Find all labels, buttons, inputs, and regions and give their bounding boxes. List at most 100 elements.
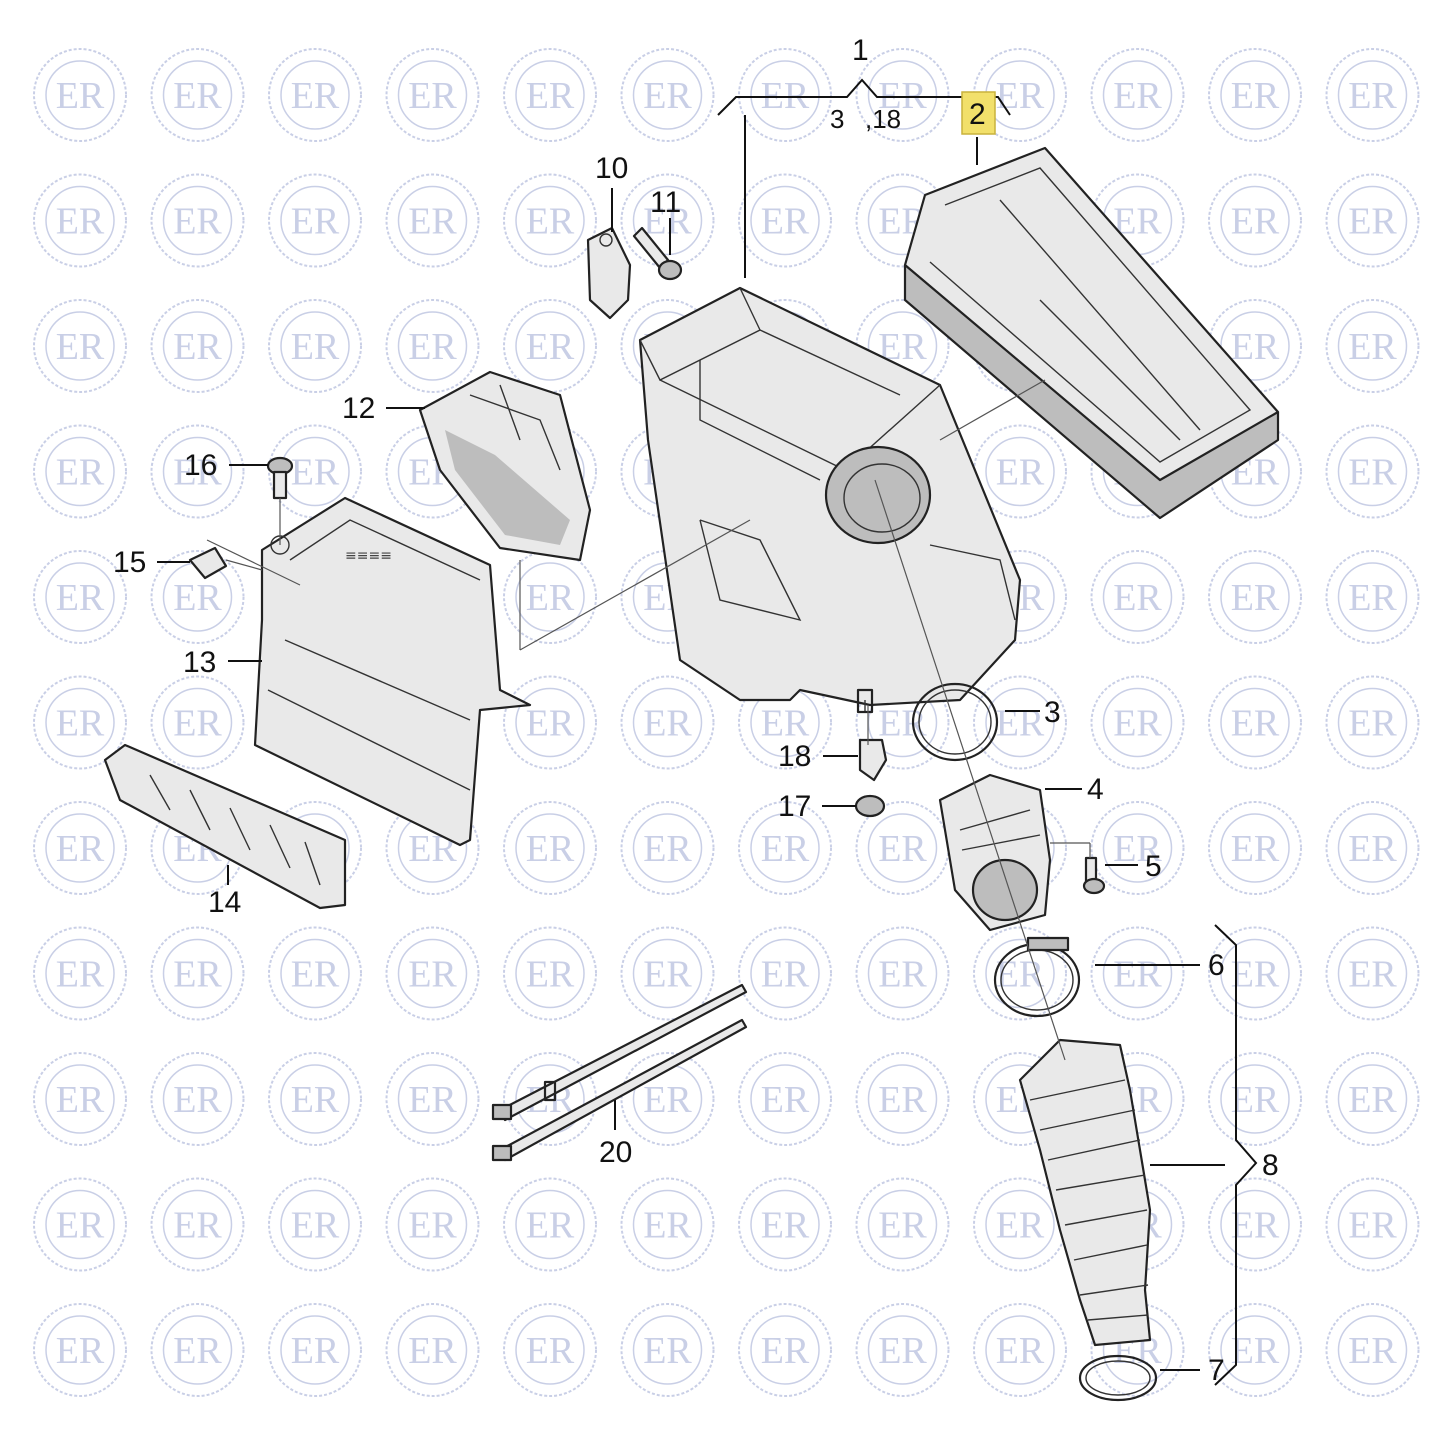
callout-11: 11 <box>650 186 681 219</box>
callouts: 1 2 3 ,18 10 11 12 16 15 13 14 3 4 5 6 8… <box>113 34 1279 1387</box>
watermark-stamp: ER <box>738 1177 832 1272</box>
callout-3: 3 <box>1044 696 1061 729</box>
watermark-text: ER <box>526 828 575 870</box>
watermark-text: ER <box>291 201 340 243</box>
watermark-text: ER <box>408 954 457 996</box>
callout-20: 20 <box>599 1136 632 1169</box>
watermark-stamp: ER <box>1325 801 1420 895</box>
watermark-stamp: ER <box>738 1052 832 1146</box>
watermark-stamp: ER <box>855 1177 950 1272</box>
hose-clamp-6 <box>993 936 1081 1018</box>
watermark-text: ER <box>408 1330 457 1372</box>
watermark-text: ER <box>173 452 222 494</box>
watermark-stamp: ER <box>973 48 1067 142</box>
watermark-stamp: ER <box>385 926 480 1021</box>
watermark-text: ER <box>408 326 457 368</box>
callout-13: 13 <box>183 646 216 679</box>
watermark-stamp: ER <box>973 1177 1067 1272</box>
watermark-text: ER <box>56 577 105 619</box>
watermark-stamp: ER <box>150 299 245 393</box>
watermark-stamp: ER <box>150 173 245 268</box>
watermark-text: ER <box>1231 1079 1280 1121</box>
watermark-text: ER <box>761 828 810 870</box>
watermark-text: ER <box>526 75 575 117</box>
watermark-text: ER <box>878 954 927 996</box>
watermark-text: ER <box>878 1205 927 1247</box>
watermark-stamp: ER <box>33 801 127 895</box>
watermark-stamp: ER <box>738 801 832 895</box>
watermark-stamp: ER <box>33 675 127 770</box>
watermark-text: ER <box>1231 326 1280 368</box>
watermark-stamp: ER <box>33 48 127 142</box>
watermark-stamp: ER <box>268 1177 362 1272</box>
watermark-text: ER <box>526 703 575 745</box>
watermark-stamp: ER <box>620 801 715 895</box>
mounting-bracket <box>586 226 632 320</box>
watermark-text: ER <box>1113 703 1162 745</box>
watermark-stamp: ER <box>503 173 597 268</box>
watermark-stamp: ER <box>503 675 597 770</box>
watermark-text: ER <box>878 703 927 745</box>
watermark-text: ER <box>1231 954 1280 996</box>
watermark-stamp: ER <box>1325 424 1420 519</box>
watermark-stamp: ER <box>1325 48 1420 142</box>
watermark-stamp: ER <box>268 1052 362 1146</box>
callout-17: 17 <box>778 790 811 823</box>
watermark-text: ER <box>1348 326 1397 368</box>
callout-7: 7 <box>1208 1354 1225 1387</box>
o-ring <box>911 682 999 762</box>
watermark-stamp: ER <box>33 299 127 393</box>
watermark-stamp: ER <box>973 675 1067 770</box>
watermark-stamp: ER <box>973 1303 1067 1397</box>
watermark-stamp: ER <box>503 1303 597 1397</box>
watermark-text: ER <box>56 954 105 996</box>
watermark-stamp: ER <box>33 1052 127 1146</box>
callout-4: 4 <box>1087 773 1104 806</box>
watermark-stamp: ER <box>150 675 245 770</box>
watermark-stamp: ER <box>620 926 715 1021</box>
watermark-stamp: ER <box>268 48 362 142</box>
grommet-17 <box>854 794 886 818</box>
callout-12: 12 <box>342 392 375 425</box>
watermark-stamp: ER <box>385 1052 480 1146</box>
watermark-text: ER <box>1113 954 1162 996</box>
callout-10: 10 <box>595 152 628 185</box>
clip-15 <box>188 546 228 580</box>
watermark-stamp: ER <box>1325 1177 1420 1272</box>
watermark-stamp: ER <box>620 1052 715 1146</box>
watermark-text: ER <box>526 577 575 619</box>
watermark-stamp: ER <box>33 926 127 1021</box>
watermark-text: ER <box>173 1079 222 1121</box>
watermark-text: ER <box>1348 954 1397 996</box>
callout-15: 15 <box>113 546 146 579</box>
watermark-text: ER <box>1348 201 1397 243</box>
watermark-text: ER <box>526 1330 575 1372</box>
watermark-text: ER <box>526 954 575 996</box>
watermark-text: ER <box>1231 201 1280 243</box>
watermark-stamp: ER <box>1325 926 1420 1021</box>
watermark-stamp: ER <box>1208 1052 1302 1146</box>
watermark-stamp: ER <box>503 299 597 393</box>
intake-duct <box>418 370 592 562</box>
watermark-stamp: ER <box>1208 173 1302 268</box>
callout-6: 6 <box>1208 949 1225 982</box>
watermark-text: ER <box>173 1205 222 1247</box>
watermark-stamp: ER <box>33 173 127 268</box>
watermark-text: ER <box>643 75 692 117</box>
watermark-text: ER <box>1113 577 1162 619</box>
watermark-text: ER <box>1348 452 1397 494</box>
watermark-stamp: ER <box>385 48 480 142</box>
watermark-stamp: ER <box>1090 550 1185 644</box>
watermark-text: ER <box>56 326 105 368</box>
watermark-stamp: ER <box>150 550 245 644</box>
hose-clamp-7 <box>1078 1354 1158 1402</box>
watermark-text: ER <box>1231 1330 1280 1372</box>
callout-14: 14 <box>208 886 241 919</box>
watermark-text: ER <box>291 452 340 494</box>
watermark-text: ER <box>996 452 1045 494</box>
watermark-stamp: ER <box>33 1177 127 1272</box>
watermark-stamp: ER <box>738 173 832 268</box>
watermark-text: ER <box>173 1330 222 1372</box>
watermark-stamp: ER <box>385 1303 480 1397</box>
watermark-text: ER <box>173 201 222 243</box>
